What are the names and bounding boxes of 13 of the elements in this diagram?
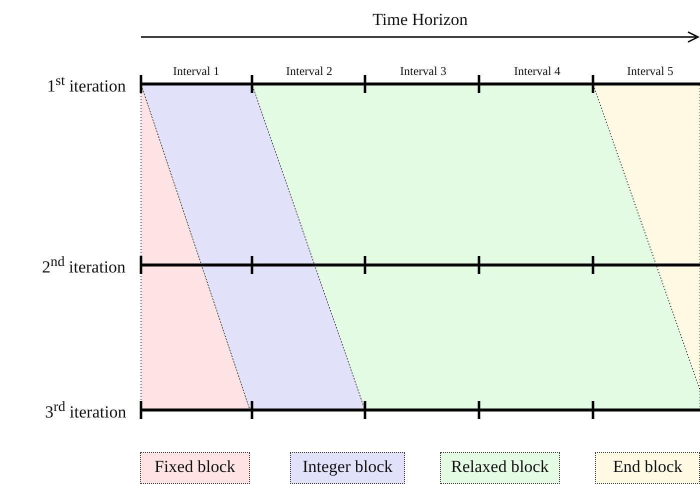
legend-label: Relaxed block [451,457,549,477]
interval-label: Interval 3 [400,64,446,79]
iteration-label: 3$^{rd}$ iteration [45,399,126,423]
interval-label: Interval 2 [286,64,332,79]
axis-title: Time Horizon [372,10,468,30]
legend-label: Fixed block [154,457,236,477]
iteration-label: 2$^{nd}$ iteration [42,254,126,278]
legend-label: Integer block [302,457,393,477]
interval-label: Interval 5 [627,64,674,79]
legend-label: End block [613,457,682,477]
interval-label: Interval 1 [173,64,220,79]
interval-label: Interval 4 [514,64,560,79]
iteration-label: 1$^{st}$ iteration [47,73,126,97]
